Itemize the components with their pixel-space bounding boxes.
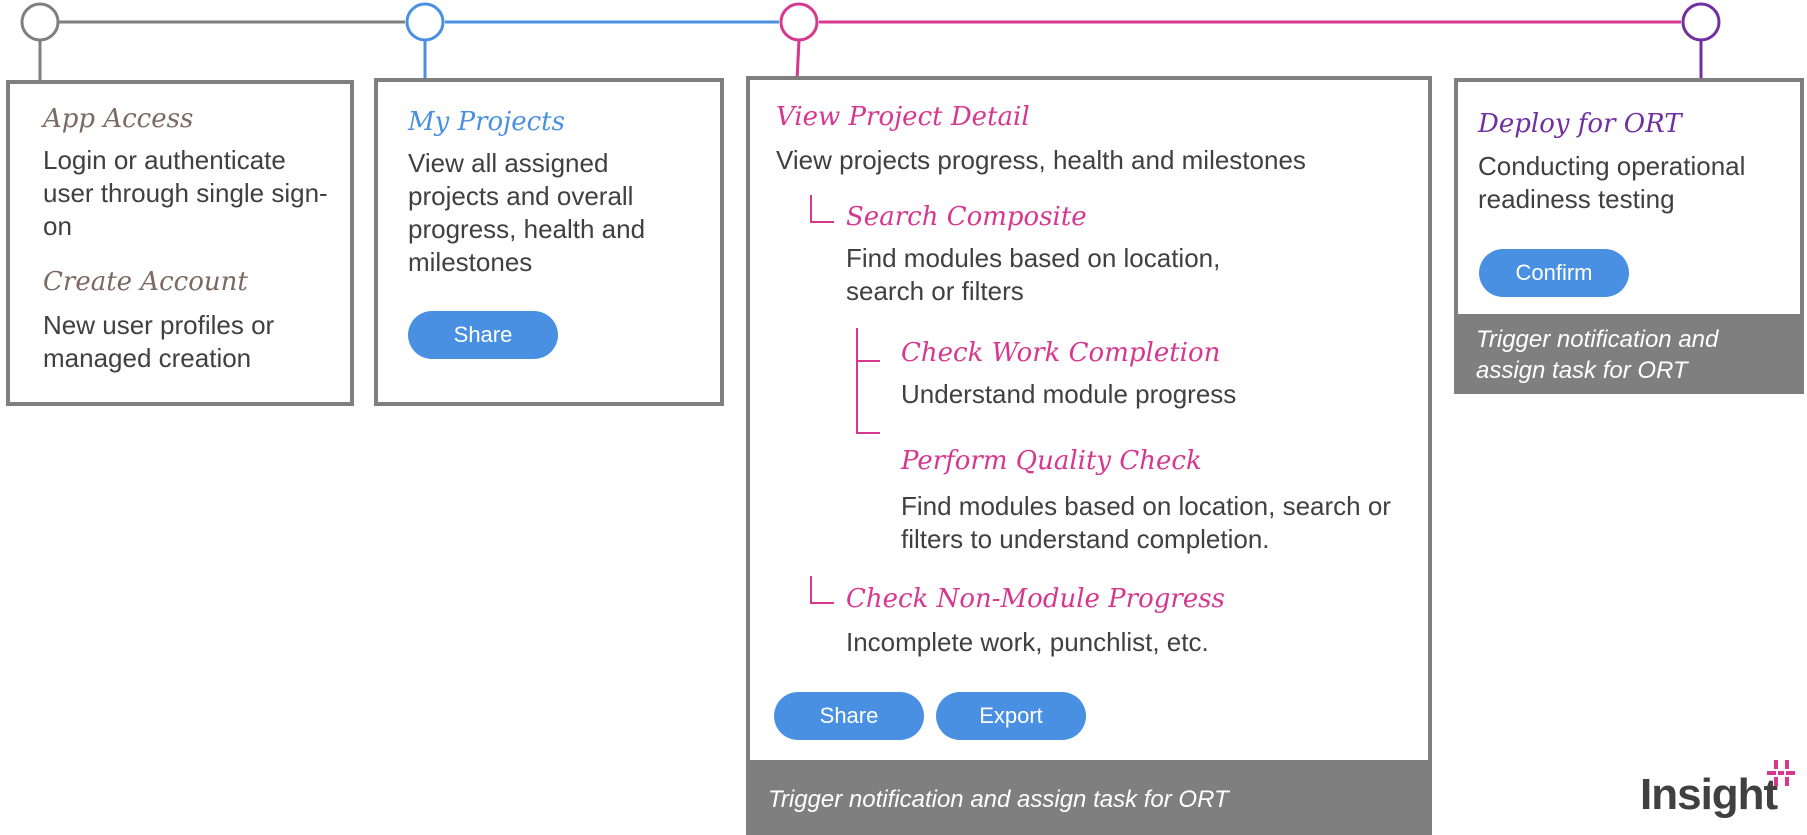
- deploy-ort-confirm-button[interactable]: Confirm: [1479, 249, 1629, 297]
- card-my-projects: My Projects View all assigned projects a…: [374, 78, 724, 406]
- card-deploy-ort: Deploy for ORT Conducting operational re…: [1454, 78, 1804, 318]
- view-detail-desc: View projects progress, health and miles…: [776, 145, 1306, 175]
- view-detail-export-button[interactable]: Export: [936, 692, 1086, 740]
- card-app-access: App Access Login or authenticate user th…: [6, 80, 354, 406]
- my-projects-share-button[interactable]: Share: [408, 311, 558, 359]
- milestone-circle-gray: [20, 2, 60, 42]
- insight-logo-text: Insight: [1640, 770, 1778, 819]
- milestone-circle-purple: [1681, 2, 1721, 42]
- quality-check-title: Perform Quality Check: [901, 446, 1202, 476]
- search-composite-title: Search Composite: [846, 202, 1087, 232]
- create-account-desc: New user profiles or managed creation: [43, 310, 275, 373]
- insight-logo-mark: [1767, 760, 1795, 786]
- work-completion-desc: Understand module progress: [901, 379, 1237, 409]
- elbow-work-completion: [856, 328, 880, 362]
- milestone-circle-blue: [405, 2, 445, 42]
- view-detail-title: View Project Detail: [776, 102, 1030, 132]
- my-projects-desc: View all assigned projects and overall p…: [408, 148, 646, 277]
- work-completion-title: Check Work Completion: [901, 338, 1221, 368]
- elbow-non-module: [810, 576, 834, 604]
- create-account-title: Create Account: [43, 267, 248, 297]
- deploy-ort-title: Deploy for ORT: [1478, 109, 1682, 139]
- elbow-search-composite: [810, 195, 834, 223]
- deploy-ort-footer: Trigger notification and assign task for…: [1454, 316, 1804, 394]
- quality-check-desc: Find modules based on location, search o…: [901, 491, 1391, 554]
- app-access-desc: Login or authenticate user through singl…: [43, 145, 328, 241]
- connector-view-detail: [795, 39, 801, 81]
- non-module-title: Check Non-Module Progress: [846, 584, 1225, 614]
- non-module-desc: Incomplete work, punchlist, etc.: [846, 627, 1209, 657]
- view-detail-share-button[interactable]: Share: [774, 692, 924, 740]
- my-projects-title: My Projects: [408, 107, 565, 137]
- card-view-project-detail: View Project Detail View projects progre…: [746, 76, 1432, 764]
- app-access-title: App Access: [43, 104, 194, 134]
- deploy-ort-desc: Conducting operational readiness testing: [1478, 151, 1746, 214]
- search-composite-desc: Find modules based on location, search o…: [846, 243, 1221, 306]
- timeline: [20, 2, 1721, 82]
- insight-logo: Insight: [1640, 758, 1805, 828]
- elbow-quality-check: [856, 360, 880, 434]
- view-detail-footer: Trigger notification and assign task for…: [746, 760, 1432, 835]
- milestone-circle-magenta: [779, 2, 819, 42]
